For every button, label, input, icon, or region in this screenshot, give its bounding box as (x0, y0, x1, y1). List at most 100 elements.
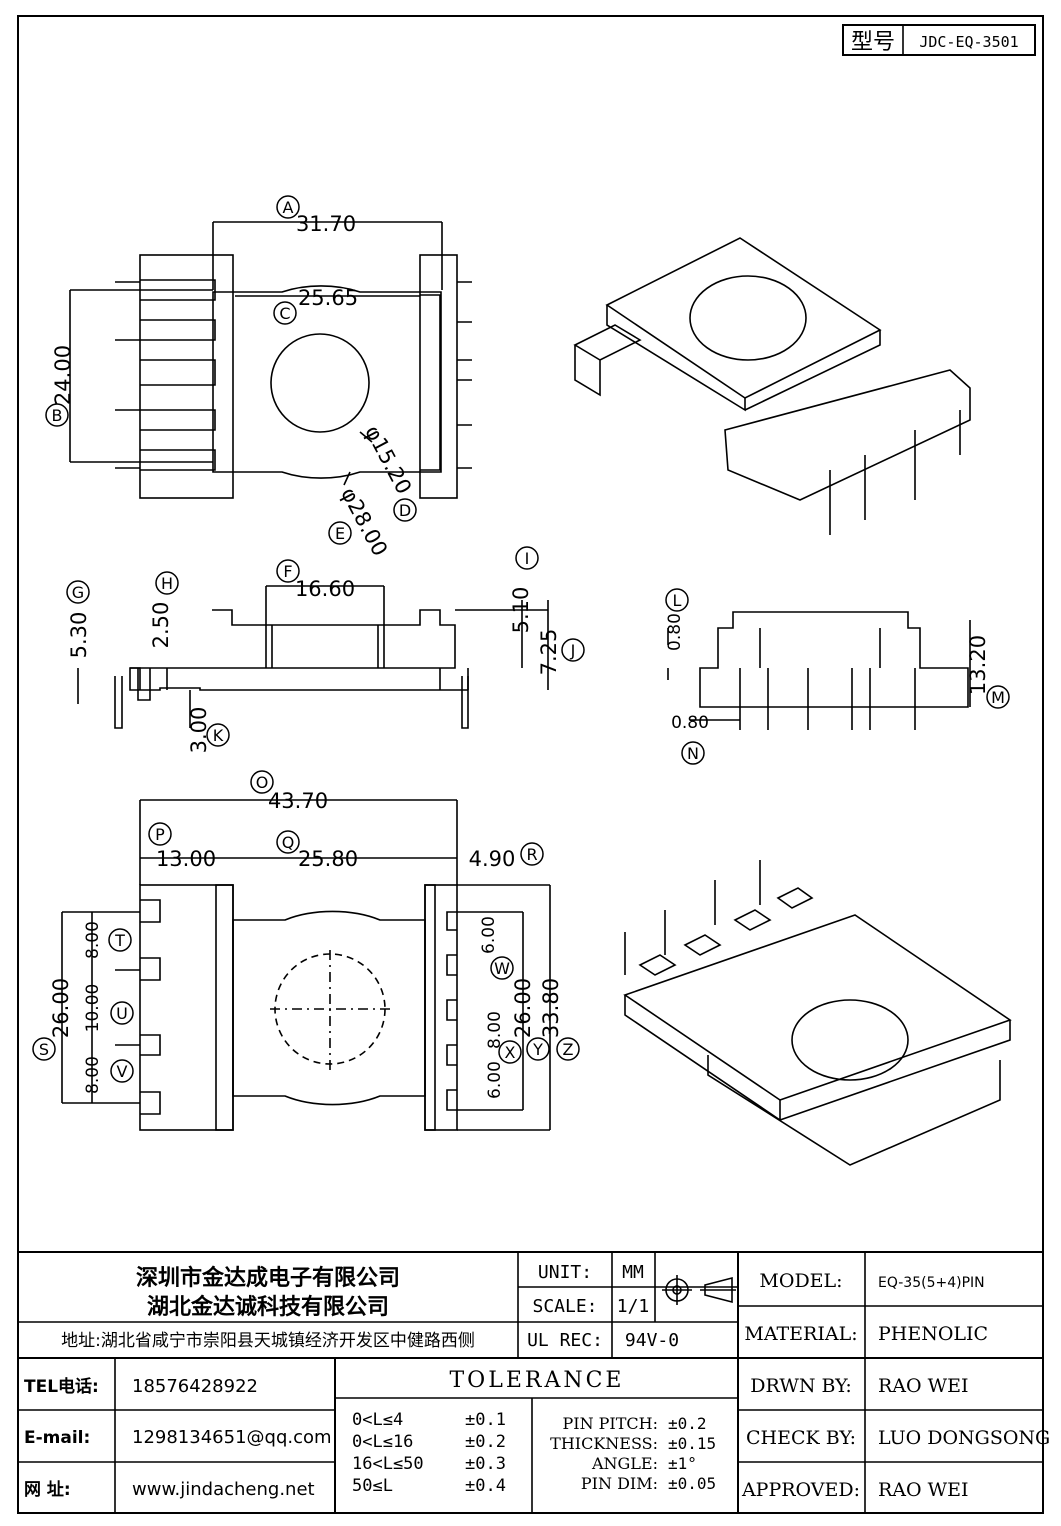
dim-M: 13.20 (966, 635, 990, 695)
svg-text:E: E (335, 524, 345, 543)
marker-u: U (110, 1001, 134, 1025)
dim-V: 8.00 (83, 1056, 103, 1094)
marker-f: F (276, 559, 300, 583)
projection-symbol-icon (662, 1275, 736, 1305)
other-tolerance-value: ±0.2 (668, 1414, 707, 1433)
other-tolerance-label: PIN DIM: (581, 1474, 658, 1493)
dim-Z: 33.80 (539, 978, 563, 1038)
other-tolerances: PIN PITCH:±0.2THICKNESS:±0.15ANGLE:±1°PI… (550, 1414, 716, 1493)
tolerance-range: 16<L≤50 (352, 1454, 424, 1474)
svg-text:Q: Q (282, 833, 295, 852)
other-tolerance-label: THICKNESS: (550, 1434, 658, 1453)
tolerance-title: TOLERANCE (450, 1368, 625, 1393)
dim-X2: 6.00 (485, 1061, 505, 1099)
company-name-1: 深圳市金达成电子有限公司 (136, 1265, 400, 1291)
tolerance-value: ±0.3 (465, 1454, 506, 1474)
marker-m: M (986, 685, 1010, 709)
dim-U: 10.00 (83, 984, 103, 1033)
svg-text:D: D (399, 501, 411, 520)
unit-value: MM (622, 1262, 644, 1283)
marker-p: P (148, 822, 172, 846)
isometric-view-upper (573, 237, 971, 535)
dim-H: 2.50 (149, 602, 173, 649)
svg-text:F: F (283, 562, 292, 581)
dim-O: 43.70 (268, 789, 328, 813)
dim-G: 5.30 (67, 612, 91, 659)
marker-y: Y (526, 1037, 550, 1061)
top-view (69, 221, 472, 499)
svg-text:R: R (526, 845, 537, 864)
marker-j: J (561, 638, 585, 662)
model-tag: 型号 JDC-EQ-3501 (842, 24, 1036, 56)
dim-Q: 25.80 (298, 847, 358, 871)
drawn-by-value: RAO WEI (878, 1375, 969, 1397)
svg-text:L: L (673, 591, 682, 610)
marker-s: S (32, 1037, 56, 1061)
dim-F: 16.60 (295, 577, 355, 601)
marker-n: N (681, 741, 705, 765)
svg-text:N: N (687, 744, 699, 763)
marker-d: D (393, 498, 417, 522)
tel-value: 18576428922 (132, 1376, 258, 1397)
ul-rec-label: UL REC: (527, 1330, 603, 1351)
other-tolerance-value: ±0.15 (668, 1434, 716, 1453)
svg-text:M: M (991, 688, 1005, 707)
dim-P: 13.00 (156, 847, 216, 871)
marker-v: V (110, 1059, 134, 1083)
dim-L: 0.80 (665, 613, 685, 651)
bottom-view (61, 799, 551, 1131)
dim-R: 4.90 (469, 847, 516, 871)
unit-label: UNIT: (538, 1262, 592, 1283)
web-value: www.jindacheng.net (132, 1479, 315, 1500)
company-address: 地址:湖北省咸宁市崇阳县天城镇经济开发区中健路西侧 (61, 1331, 475, 1351)
svg-text:I: I (525, 549, 530, 568)
tolerance-range: 0<L≤4 (352, 1410, 403, 1430)
svg-text:A: A (283, 198, 294, 217)
marker-e: E (328, 521, 352, 545)
dim-K: 3.00 (187, 707, 211, 754)
marker-h: H (155, 571, 179, 595)
dim-T: 8.00 (83, 921, 103, 959)
check-by-label: CHECK BY: (746, 1427, 856, 1449)
company-name-2: 湖北金达诚科技有限公司 (147, 1294, 389, 1320)
svg-text:B: B (52, 406, 63, 425)
other-tolerance-label: ANGLE: (591, 1454, 658, 1473)
marker-l: L (665, 588, 689, 612)
marker-t: T (108, 928, 132, 952)
svg-text:U: U (116, 1004, 128, 1023)
dim-N: 0.80 (671, 713, 709, 733)
marker-w: W (490, 956, 514, 980)
scale-label: SCALE: (532, 1296, 597, 1317)
ul-rec-value: 94V-0 (625, 1330, 679, 1351)
svg-text:Y: Y (532, 1040, 543, 1059)
tel-label: TEL电话: (24, 1376, 99, 1397)
marker-a: A (276, 195, 300, 219)
scale-value: 1/1 (617, 1296, 650, 1317)
tolerance-table: 0<L≤4±0.10<L≤16±0.216<L≤50±0.350≤L±0.4 (352, 1410, 506, 1496)
marker-c: C (273, 301, 297, 325)
marker-g: G (66, 580, 90, 604)
marker-x: X (498, 1040, 522, 1064)
check-by-value: LUO DONGSONG (878, 1427, 1050, 1449)
marker-r: R (520, 842, 544, 866)
tolerance-value: ±0.1 (465, 1410, 506, 1430)
dim-Y: 26.00 (511, 978, 535, 1038)
other-tolerance-value: ±1° (668, 1454, 697, 1473)
marker-k: K (206, 723, 230, 747)
model-tag-value: JDC-EQ-3501 (919, 33, 1018, 51)
svg-text:Z: Z (563, 1040, 574, 1059)
email-value: 1298134651@qq.com (132, 1427, 332, 1448)
svg-text:P: P (155, 825, 165, 844)
approved-label: APPROVED: (741, 1479, 860, 1501)
isometric-view-lower (623, 860, 1012, 1166)
side-view (77, 585, 549, 729)
title-block: 深圳市金达成电子有限公司 湖北金达诚科技有限公司 地址:湖北省咸宁市崇阳县天城镇… (17, 1251, 1050, 1514)
material-label: MATERIAL: (744, 1323, 857, 1345)
svg-text:J: J (570, 641, 576, 660)
svg-text:K: K (213, 726, 224, 745)
svg-text:X: X (505, 1043, 516, 1062)
dim-I: 5.10 (509, 587, 533, 634)
svg-text:W: W (494, 959, 510, 978)
